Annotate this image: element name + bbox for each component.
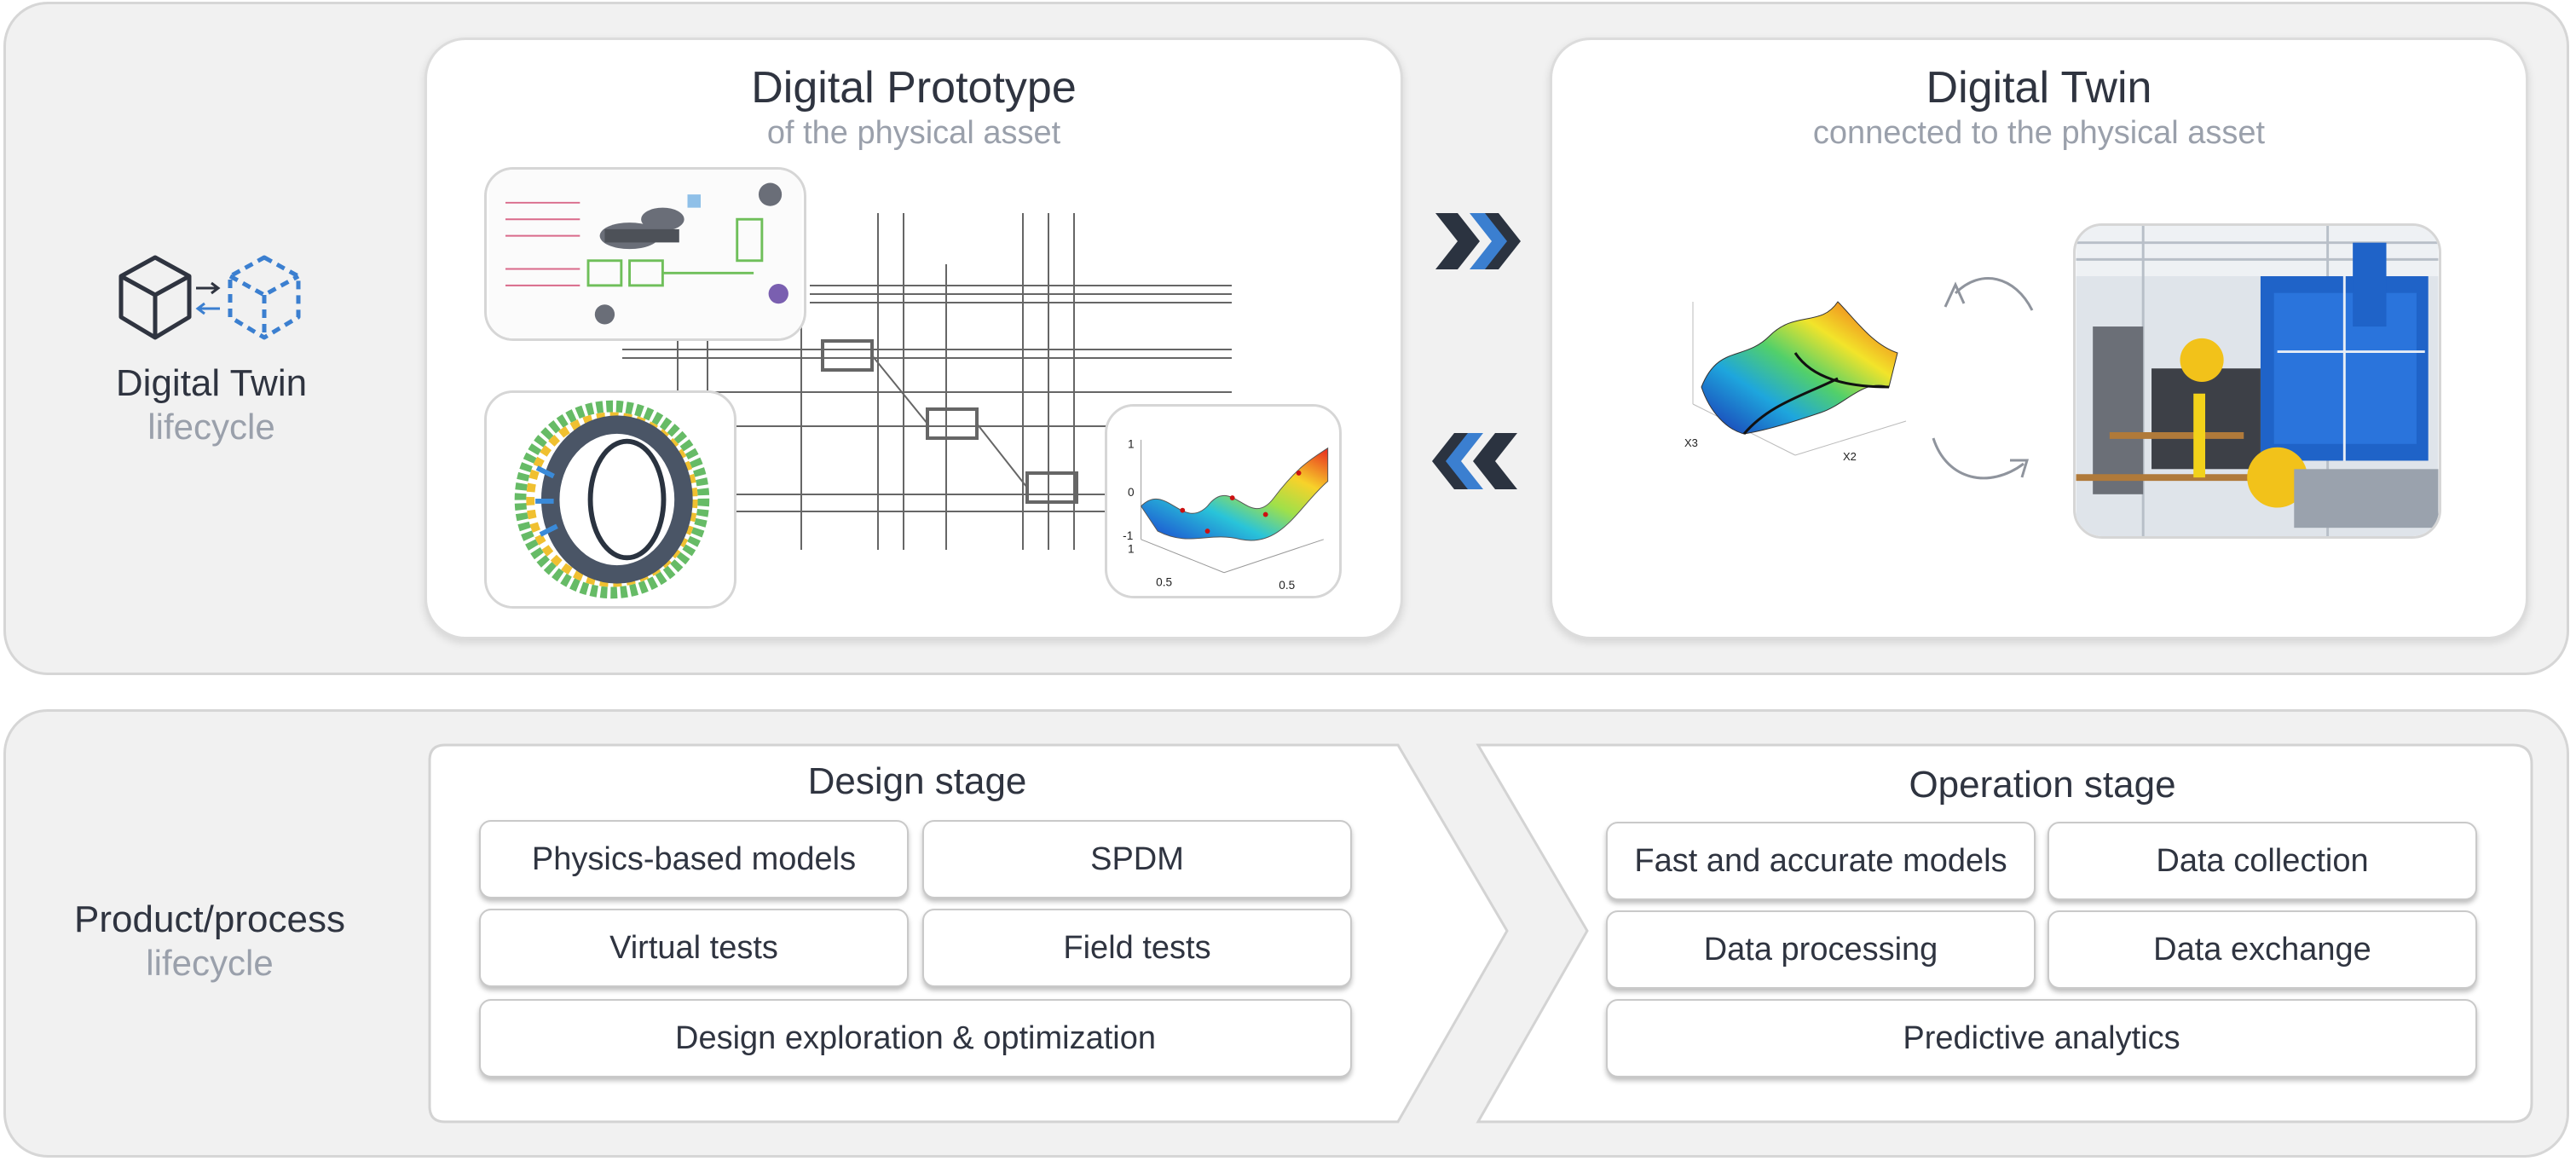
design-item-exploration[interactable]: Design exploration & optimization	[479, 999, 1352, 1077]
design-item-physics-models[interactable]: Physics-based models	[479, 820, 909, 898]
cad-schematic-image	[488, 170, 802, 338]
tick-label: 0	[1128, 486, 1135, 499]
design-item-spdm[interactable]: SPDM	[922, 820, 1352, 898]
forward-chevrons-icon	[1435, 213, 1521, 269]
design-item-field-tests[interactable]: Field tests	[922, 909, 1352, 987]
lifecycle-title: Digital Twin	[115, 362, 308, 404]
design-item-virtual-tests[interactable]: Virtual tests	[479, 909, 909, 987]
turbine-rotor-image	[487, 393, 734, 606]
operation-item-fast-models[interactable]: Fast and accurate models	[1606, 822, 2036, 900]
backward-chevrons-icon	[1432, 433, 1517, 489]
industrial-plant-image	[2076, 226, 2439, 536]
prototype-subtitle: of the physical asset	[766, 115, 1061, 151]
twin-title: Digital Twin	[1926, 63, 2152, 113]
twin-surface-plot: X3 X2	[1684, 301, 1907, 463]
surface-plot: 1 0 -1 1 0.5 0.5	[1107, 407, 1339, 596]
operation-item-data-exchange[interactable]: Data exchange	[2048, 910, 2477, 989]
digital-twin-lifecycle-label: Digital Twin lifecycle	[32, 362, 390, 448]
tick-label: 0.5	[1279, 579, 1295, 592]
lifecycle-subtitle: lifecycle	[147, 407, 275, 447]
physical-asset-photo	[2073, 223, 2441, 539]
turbine-rotor-thumbnail	[484, 390, 736, 609]
product-lifecycle-label: Product/process lifecycle	[31, 898, 389, 984]
feedback-cycle-arrows	[1932, 277, 2034, 480]
tick-label: -1	[1123, 529, 1133, 542]
operation-item-data-processing[interactable]: Data processing	[1606, 910, 2036, 989]
cad-schematic-thumbnail	[484, 167, 806, 341]
prototype-title: Digital Prototype	[751, 63, 1077, 113]
tick-label: 1	[1128, 542, 1135, 555]
product-lifecycle-subtitle: lifecycle	[146, 943, 274, 983]
surface-plot-thumbnail: 1 0 -1 1 0.5 0.5	[1105, 404, 1342, 598]
tick-label: 0.5	[1156, 575, 1172, 588]
axis-label: X2	[1843, 450, 1857, 463]
operation-stage-title: Operation stage	[1909, 764, 2176, 806]
axis-label: X3	[1684, 436, 1698, 449]
operation-item-predictive-analytics[interactable]: Predictive analytics	[1606, 999, 2477, 1077]
product-lifecycle-title: Product/process	[74, 898, 345, 940]
design-stage-title: Design stage	[807, 760, 1027, 802]
tick-label: 1	[1128, 438, 1135, 451]
twin-subtitle: connected to the physical asset	[1812, 115, 2266, 151]
operation-item-data-collection[interactable]: Data collection	[2048, 822, 2477, 900]
cube-twin-icon	[118, 255, 301, 340]
